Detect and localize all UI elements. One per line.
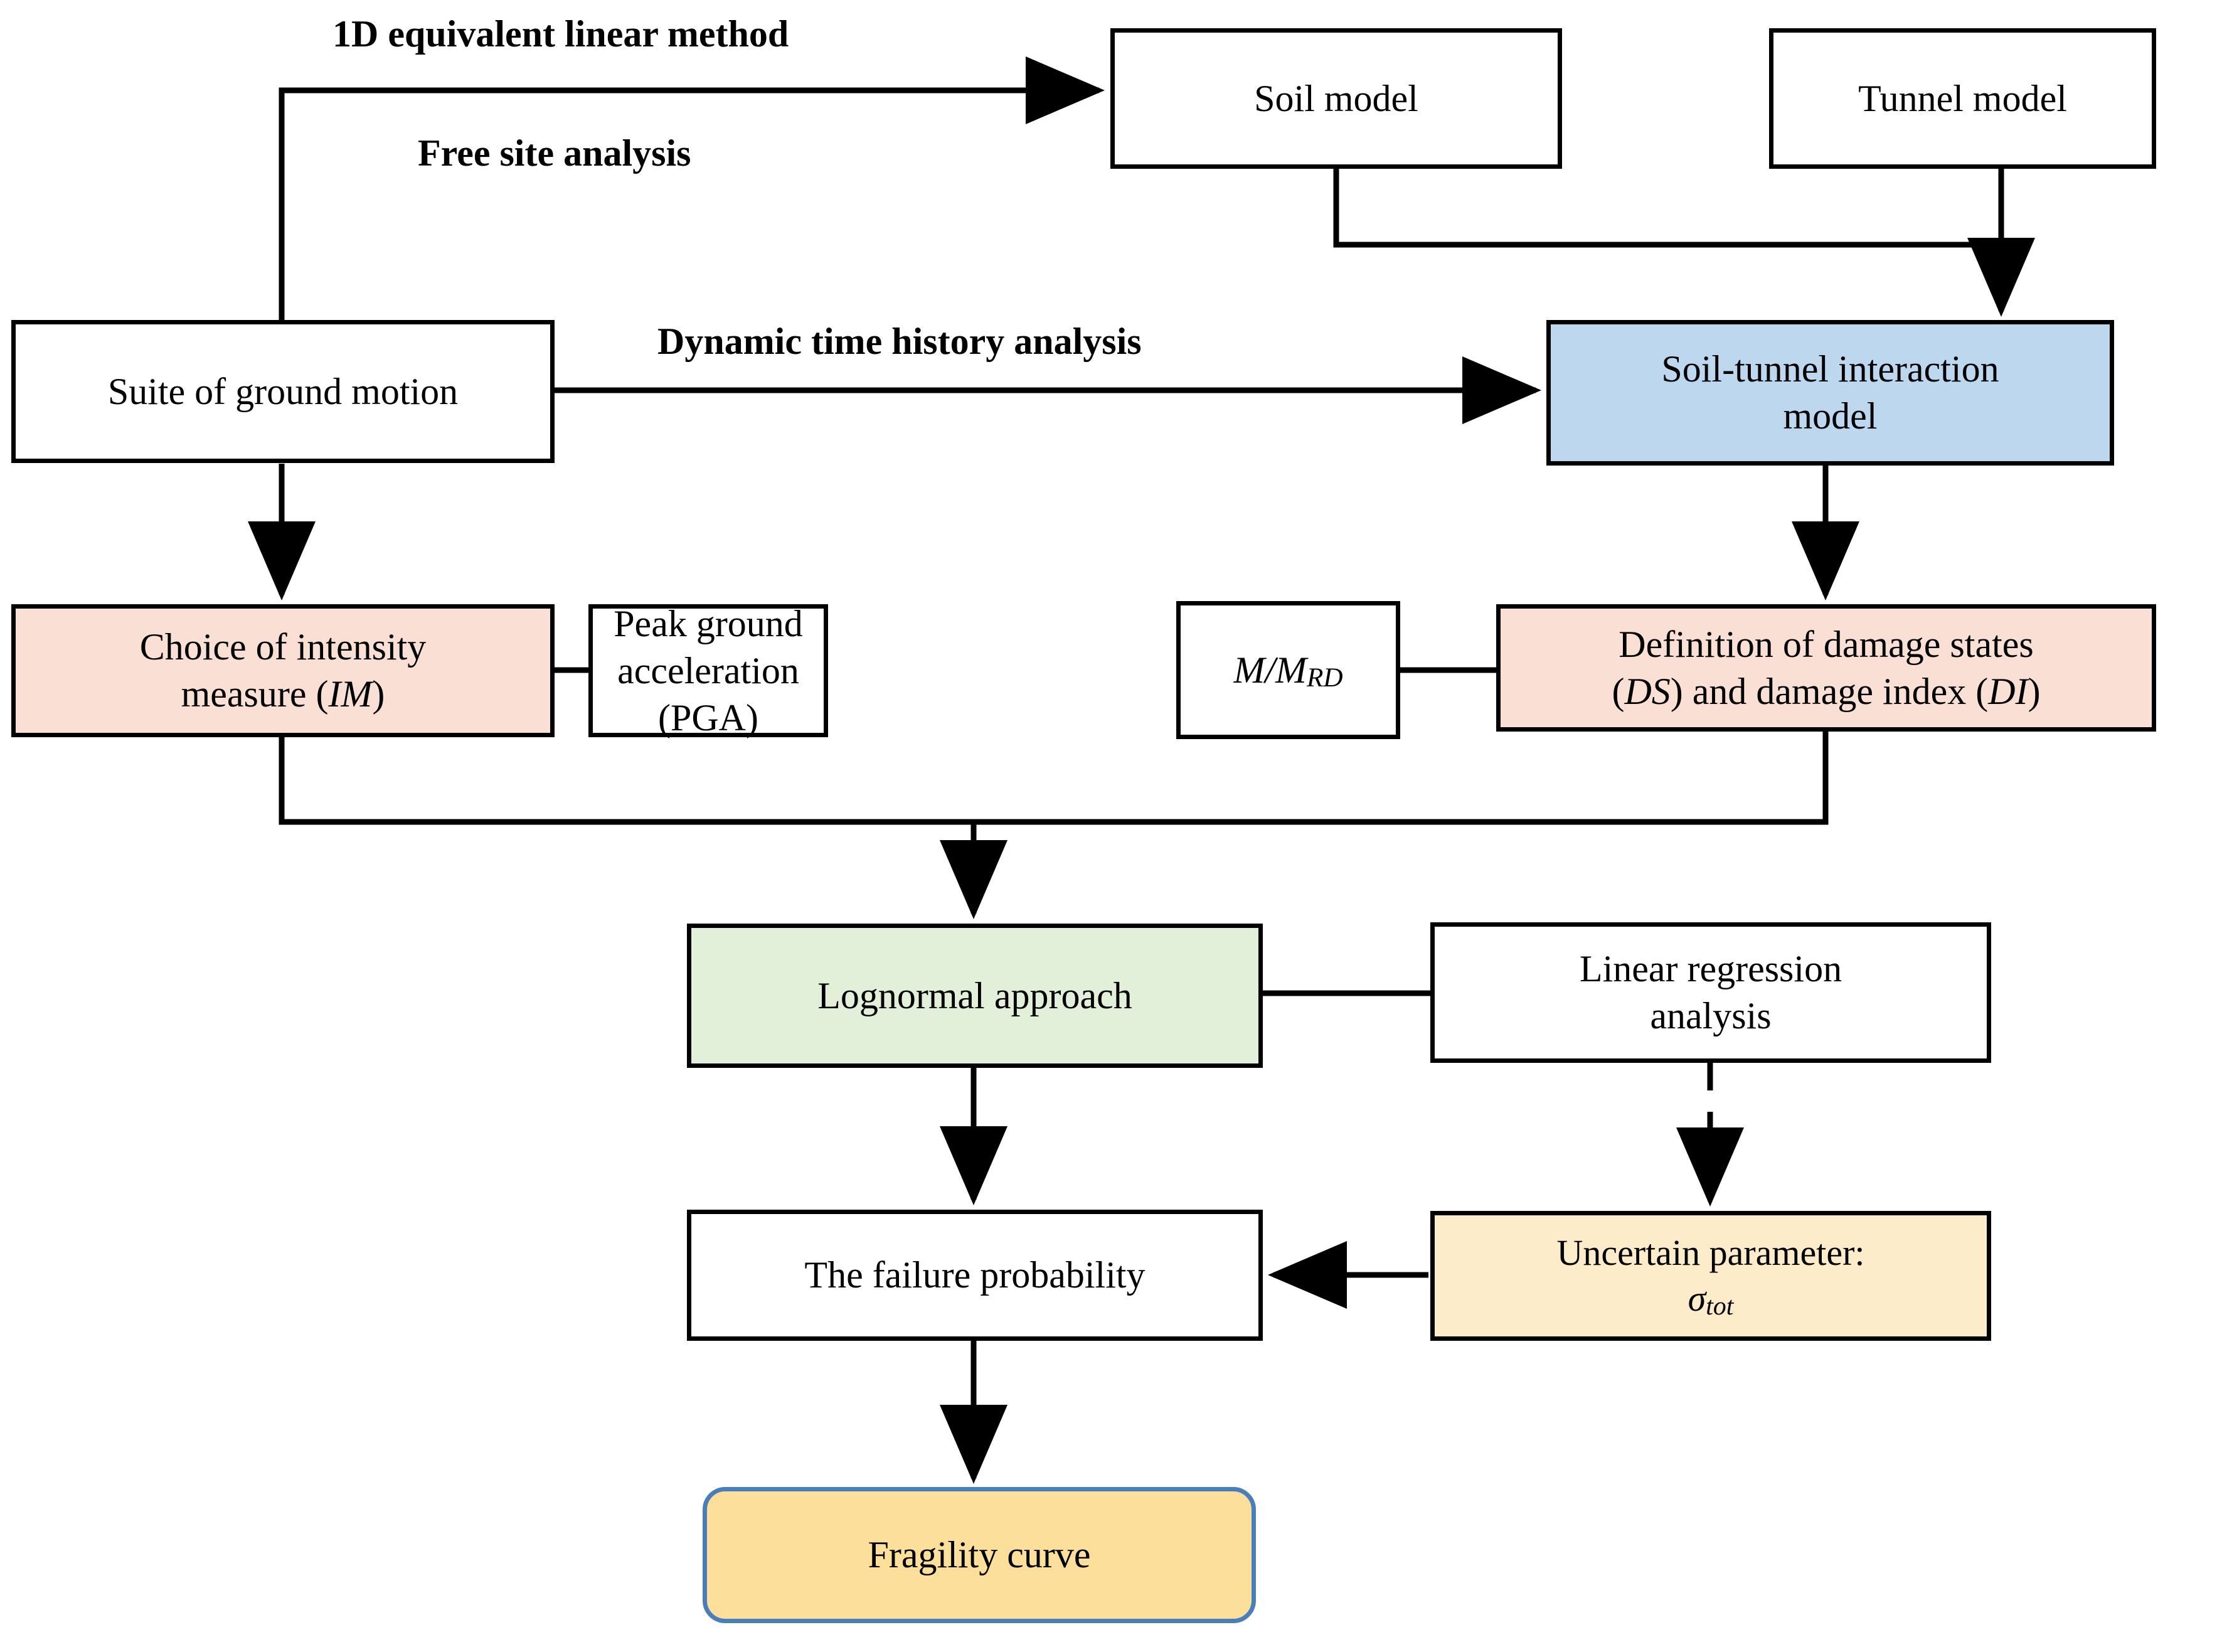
- choice-im-line1: Choice of intensity: [139, 626, 427, 668]
- node-lognormal-approach[interactable]: Lognormal approach: [687, 924, 1263, 1068]
- node-soil-tunnel-interaction-model-label: Soil-tunnel interaction model: [1652, 346, 2007, 440]
- m-over-mrd-symbol: M/M: [1233, 649, 1307, 691]
- damage-di-abbrev: DI: [1988, 670, 2028, 712]
- node-suite-of-ground-motion-label: Suite of ground motion: [107, 370, 459, 412]
- uncertain-line1: Uncertain parameter:: [1556, 1232, 1865, 1273]
- edge-soil-tunnel-merge: [1333, 168, 2004, 248]
- node-choice-of-intensity-measure-label: Choice of intensity measure (IM): [131, 624, 435, 718]
- edge-label-free-site-analysis: Free site analysis: [418, 132, 691, 174]
- node-tunnel-model[interactable]: Tunnel model: [1769, 28, 2156, 169]
- choice-im-abbrev: IM: [328, 673, 373, 715]
- node-definition-of-damage-states-label: Definition of damage states (DS) and dam…: [1603, 621, 2049, 715]
- node-the-failure-probability-label: The failure probability: [804, 1254, 1146, 1296]
- choice-im-line2-pre: measure (: [181, 673, 329, 715]
- node-definition-of-damage-states[interactable]: Definition of damage states (DS) and dam…: [1496, 604, 2156, 732]
- node-linear-regression-analysis[interactable]: Linear regression analysis: [1430, 922, 1991, 1063]
- damage-paren-open: (: [1612, 670, 1625, 712]
- node-uncertain-parameter-label: Uncertain parameter: σtot: [1548, 1230, 1873, 1321]
- node-tunnel-model-label: Tunnel model: [1858, 77, 2067, 119]
- damage-line2-mid: ) and damage index (: [1670, 670, 1989, 712]
- edge-im-damage-merge: [279, 732, 1829, 825]
- node-m-over-mrd-label: M/MRD: [1225, 647, 1351, 694]
- pga-line2: acceleration (PGA): [617, 649, 799, 738]
- node-lognormal-approach-label: Lognormal approach: [817, 974, 1132, 1016]
- sigma-subscript: tot: [1706, 1292, 1734, 1321]
- soil-tunnel-line2: model: [1783, 395, 1878, 437]
- damage-line1: Definition of damage states: [1619, 623, 2034, 665]
- edge-ground-to-soil-model: [279, 56, 1105, 320]
- node-peak-ground-acceleration[interactable]: Peak ground acceleration (PGA): [588, 603, 828, 738]
- soil-tunnel-line1: Soil-tunnel interaction: [1661, 348, 1999, 390]
- m-over-mrd-subscript: RD: [1307, 663, 1343, 693]
- node-fragility-curve[interactable]: Fragility curve: [703, 1487, 1256, 1623]
- node-linear-regression-analysis-label: Linear regression analysis: [1571, 946, 1851, 1040]
- edge-label-1d-equivalent-linear-method: 1D equivalent linear method: [332, 13, 789, 55]
- node-suite-of-ground-motion[interactable]: Suite of ground motion: [11, 320, 555, 463]
- choice-im-line2-post: ): [372, 673, 385, 715]
- node-peak-ground-acceleration-label: Peak ground acceleration (PGA): [593, 600, 824, 742]
- linreg-line1: Linear regression: [1579, 948, 1842, 989]
- sigma-symbol: σ: [1688, 1277, 1706, 1319]
- node-soil-model[interactable]: Soil model: [1110, 28, 1562, 169]
- node-soil-tunnel-interaction-model[interactable]: Soil-tunnel interaction model: [1546, 320, 2114, 466]
- node-soil-model-label: Soil model: [1254, 77, 1418, 119]
- node-choice-of-intensity-measure[interactable]: Choice of intensity measure (IM): [11, 604, 555, 737]
- node-fragility-curve-label: Fragility curve: [868, 1534, 1091, 1575]
- damage-ds-abbrev: DS: [1624, 670, 1671, 712]
- node-m-over-mrd[interactable]: M/MRD: [1176, 601, 1400, 739]
- node-the-failure-probability[interactable]: The failure probability: [687, 1210, 1263, 1341]
- edge-label-dynamic-time-history-analysis: Dynamic time history analysis: [657, 321, 1142, 362]
- pga-line1: Peak ground: [614, 602, 803, 644]
- linreg-line2: analysis: [1650, 995, 1772, 1036]
- node-uncertain-parameter[interactable]: Uncertain parameter: σtot: [1430, 1211, 1991, 1341]
- damage-paren-close: ): [2028, 670, 2041, 712]
